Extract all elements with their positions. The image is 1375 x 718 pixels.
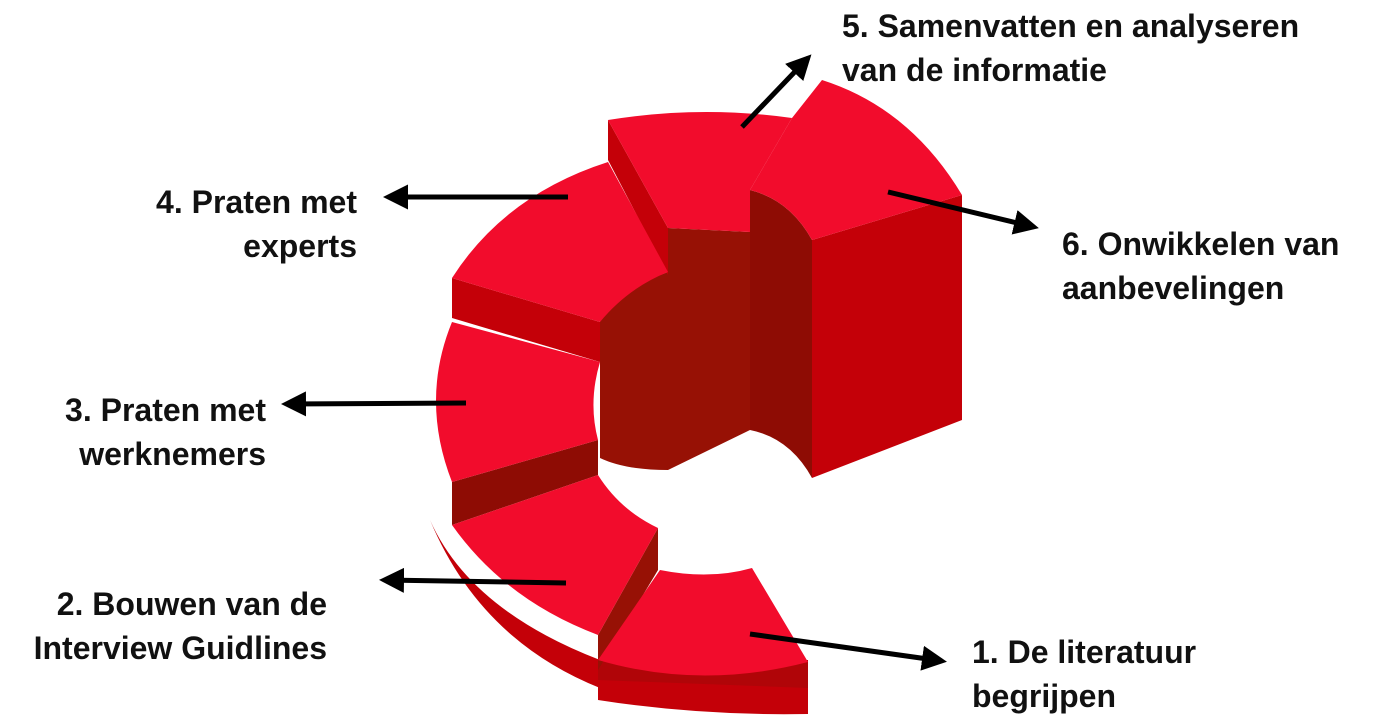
step-5-line1: 5. Samenvatten en analyseren <box>842 8 1300 44</box>
segment-4-side <box>452 278 600 362</box>
arrow-step-1 <box>749 631 947 671</box>
step-3-line1: 3. Praten met <box>65 392 266 428</box>
step-1-label: 1. De literatuur begrijpen <box>972 630 1196 718</box>
segment-4-top <box>452 162 668 322</box>
arrow-step-3 <box>281 391 467 417</box>
step-2-label: 2. Bouwen van de Interview Guidlines <box>34 582 327 670</box>
step-6-line2: aanbevelingen <box>1062 270 1285 306</box>
inner-wall-left <box>600 272 668 470</box>
step-1-line2: begrijpen <box>972 678 1117 714</box>
segment-2-top <box>452 475 658 635</box>
step-6-label: 6. Onwikkelen van aanbevelingen <box>1062 222 1339 310</box>
segment-1-top <box>598 568 808 676</box>
step-2-line2: Interview Guidlines <box>33 630 327 666</box>
step-3-label: 3. Praten met werknemers <box>65 388 266 476</box>
step-4-label: 4. Praten met experts <box>156 180 357 268</box>
segment-2-side <box>598 528 658 670</box>
segment-6-side <box>812 195 962 478</box>
arrow-step-2 <box>379 567 567 593</box>
segment-3-side <box>452 440 598 525</box>
segment-3-top <box>436 322 600 482</box>
segment-6-top <box>750 80 962 240</box>
ring-bottom-wall <box>598 678 808 715</box>
step-5-label: 5. Samenvatten en analyseren van de info… <box>842 4 1299 92</box>
step-4-line1: 4. Praten met <box>156 184 357 220</box>
step-1-line1: 1. De literatuur <box>972 634 1197 670</box>
arrow-step-6 <box>887 189 1039 235</box>
inner-wall-cut <box>750 190 812 478</box>
step-5-line2: van de informatie <box>842 52 1107 88</box>
segment-5-side <box>608 120 668 275</box>
step-6-line1: 6. Onwikkelen van <box>1062 226 1340 262</box>
ring-outer-wall <box>430 395 600 688</box>
inner-wall-center <box>668 228 750 470</box>
step-2-line1: 2. Bouwen van de <box>56 586 327 622</box>
step-4-line2: experts <box>243 228 357 264</box>
step-3-line2: werknemers <box>79 436 266 472</box>
segment-5-top <box>608 111 792 232</box>
arrow-step-5 <box>740 54 812 129</box>
